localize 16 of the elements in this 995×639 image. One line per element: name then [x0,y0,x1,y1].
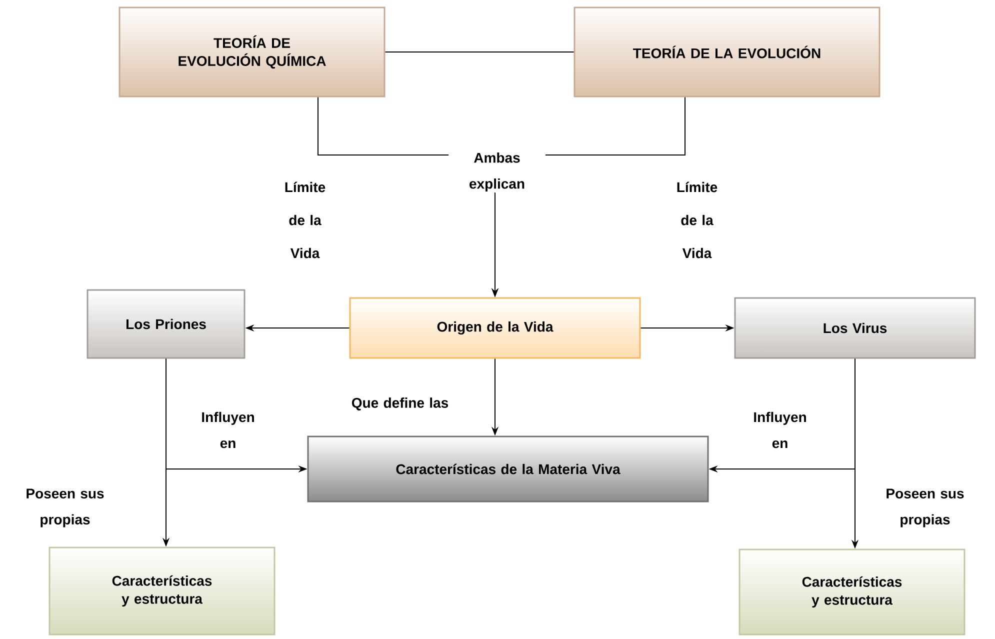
edge-label: Que define las [352,398,448,410]
concept-box: Los Priones [86,289,246,359]
concept-box: Los Virus [734,297,976,359]
concept-box: Características de la Materia Viva [307,436,709,502]
edge-label: Poseen sus propias [26,488,104,528]
concept-box: Características y estructura [738,548,966,636]
edge-label: Influyen en [754,412,806,448]
concept-box: Características y estructura [48,546,276,636]
text-label: Límite de la Vida [677,182,718,258]
theory-box: TEORÍA DE EVOLUCIÓN QUÍMICA [118,6,386,98]
edge-label: Ambas explican [448,151,546,193]
edge-label: Poseen sus propias [886,488,964,528]
text-label: Límite de la Vida [285,182,326,258]
concept-box: Origen de la Vida [349,297,641,359]
theory-box: TEORÍA DE LA EVOLUCIÓN [574,6,880,98]
edge-label: Influyen en [202,412,254,448]
